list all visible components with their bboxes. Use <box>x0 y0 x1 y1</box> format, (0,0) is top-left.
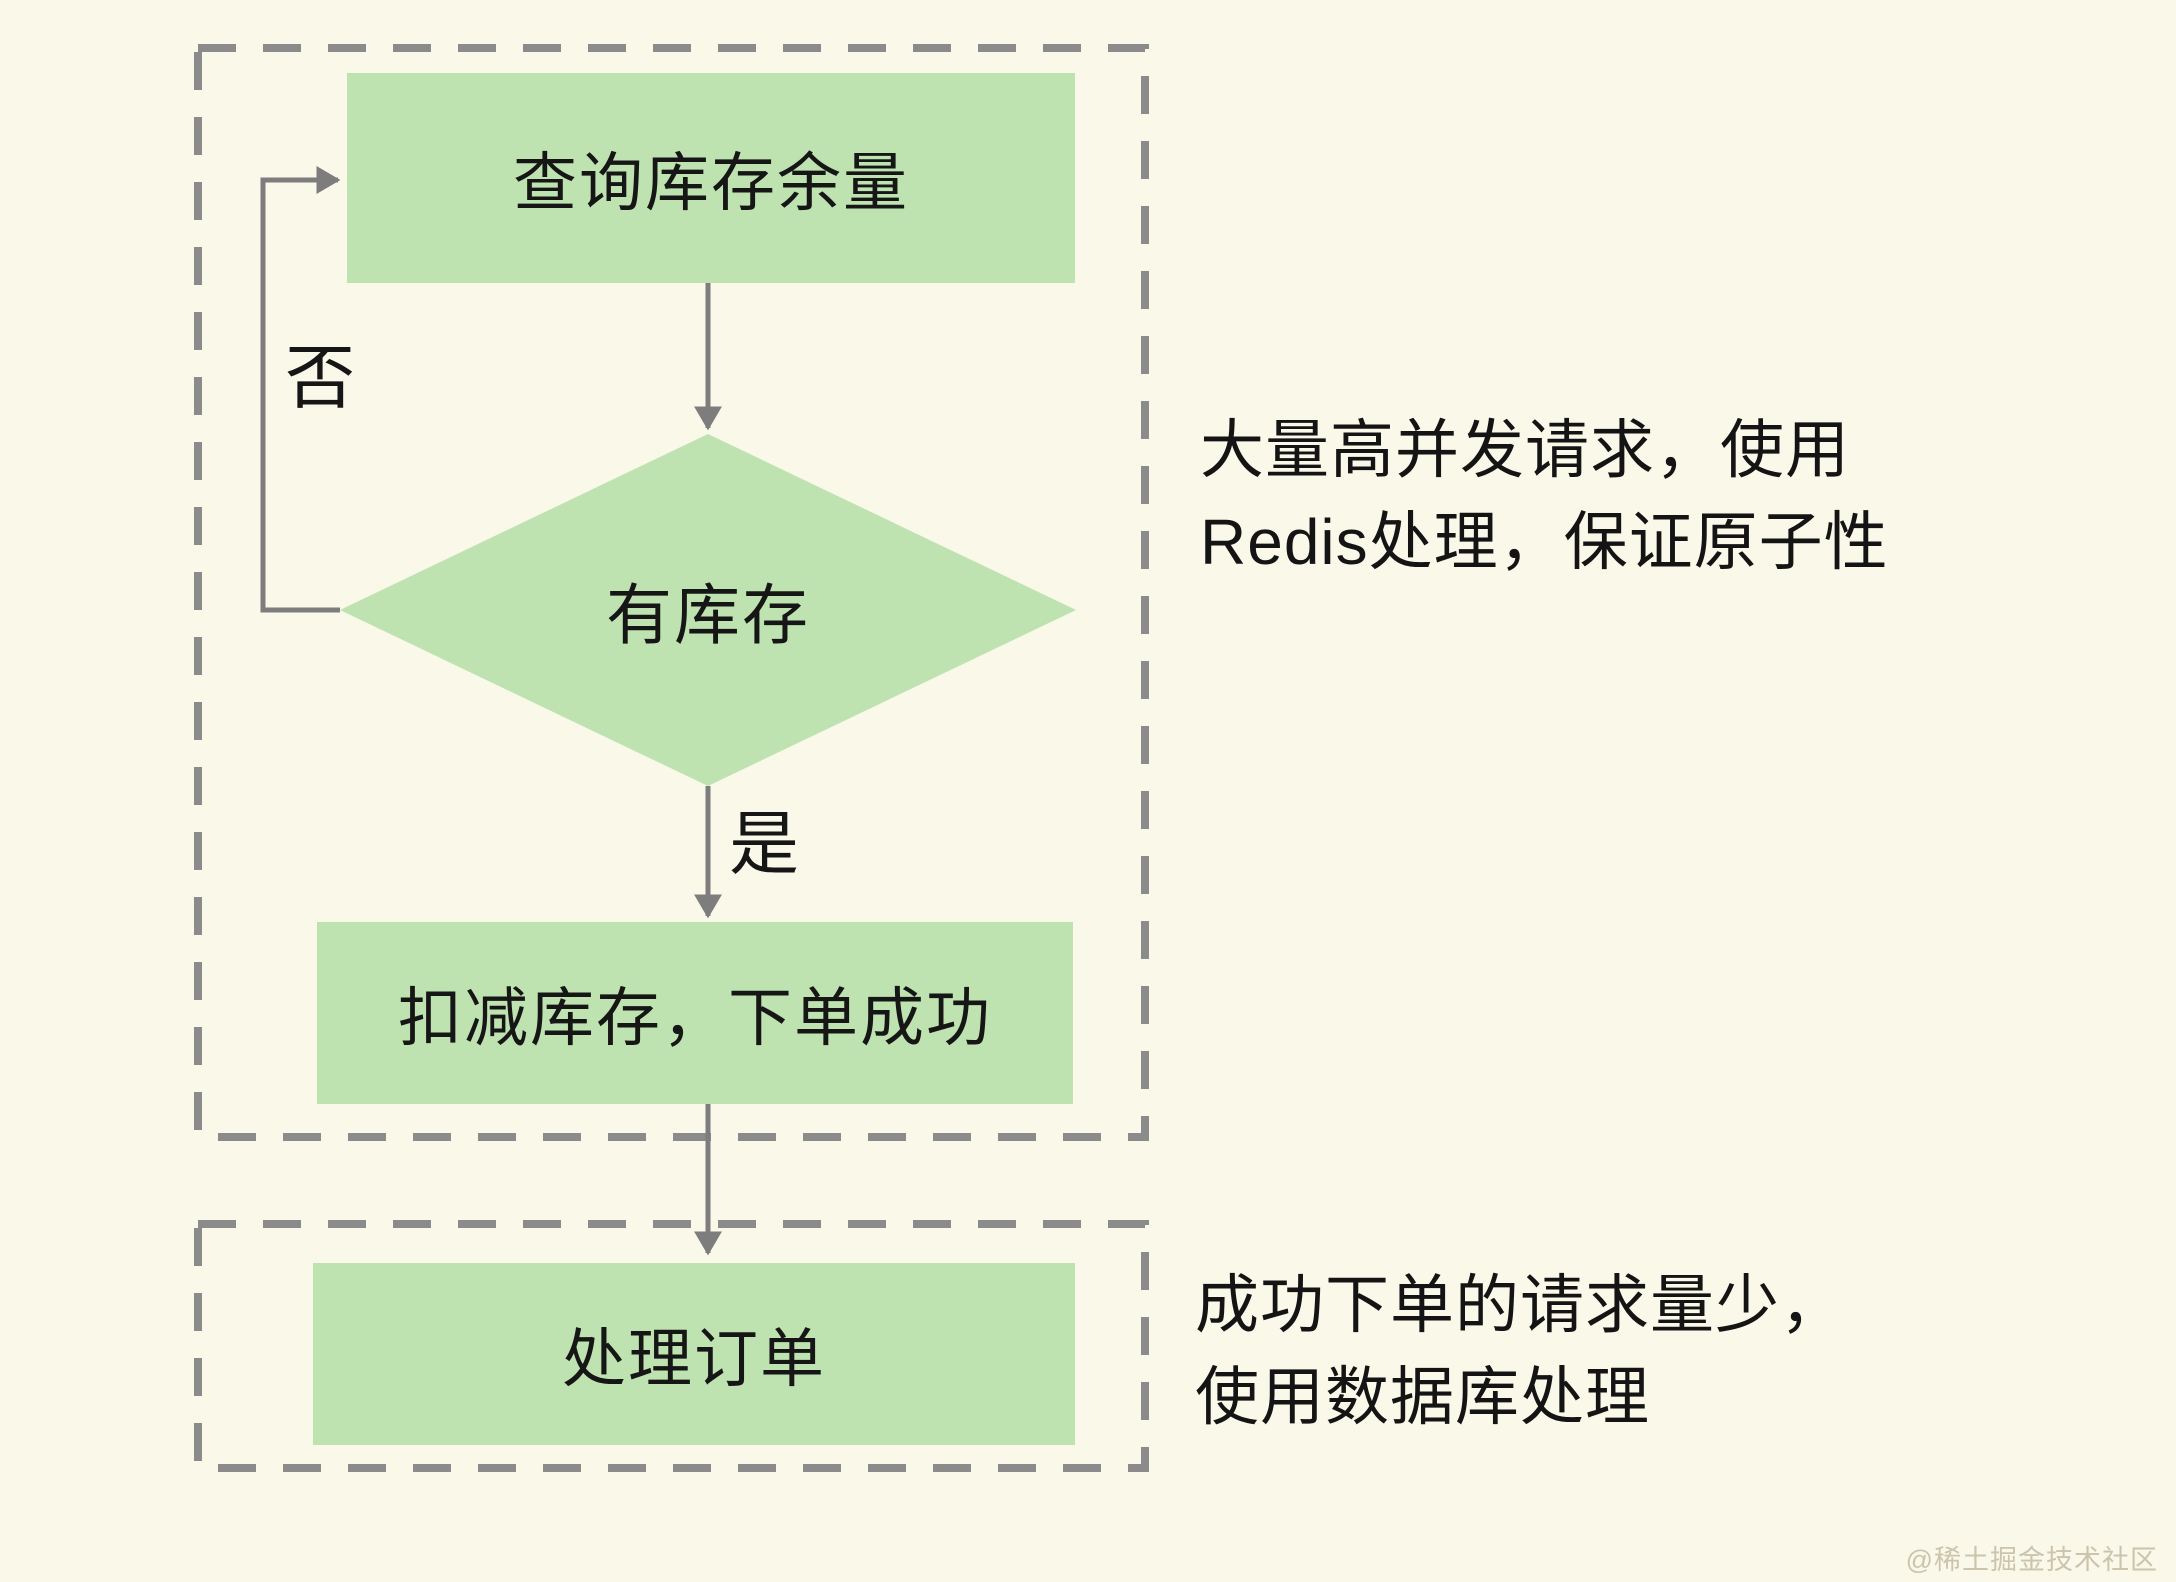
annotation-redis: 大量高并发请求，使用 Redis处理，保证原子性 <box>1200 404 1889 588</box>
no-text: 否 <box>285 338 355 417</box>
has-stock-text: 有库存 <box>606 578 810 652</box>
node-query-stock: 查询库存余量 <box>347 73 1075 283</box>
node-process-order: 处理订单 <box>313 1263 1075 1445</box>
node-deduct-stock: 扣减库存，下单成功 <box>317 922 1073 1104</box>
edge-label-no: 否 <box>265 332 375 417</box>
edge-label-yes: 是 <box>709 798 819 883</box>
annotation-database-line1: 成功下单的请求量少， <box>1195 1269 1845 1341</box>
annotation-database-line2: 使用数据库处理 <box>1195 1361 1650 1433</box>
yes-text: 是 <box>729 804 799 883</box>
node-has-stock-label: 有库存 <box>508 573 908 652</box>
node-process-order-label: 处理订单 <box>562 1323 826 1395</box>
node-deduct-stock-label: 扣减库存，下单成功 <box>398 982 992 1054</box>
watermark: @稀土掘金技术社区 <box>1905 1545 2158 1575</box>
annotation-redis-line2: Redis处理，保证原子性 <box>1200 506 1889 578</box>
annotation-database: 成功下单的请求量少， 使用数据库处理 <box>1195 1259 1845 1443</box>
node-query-stock-label: 查询库存余量 <box>513 147 909 219</box>
annotation-redis-line1: 大量高并发请求，使用 <box>1200 414 1850 486</box>
